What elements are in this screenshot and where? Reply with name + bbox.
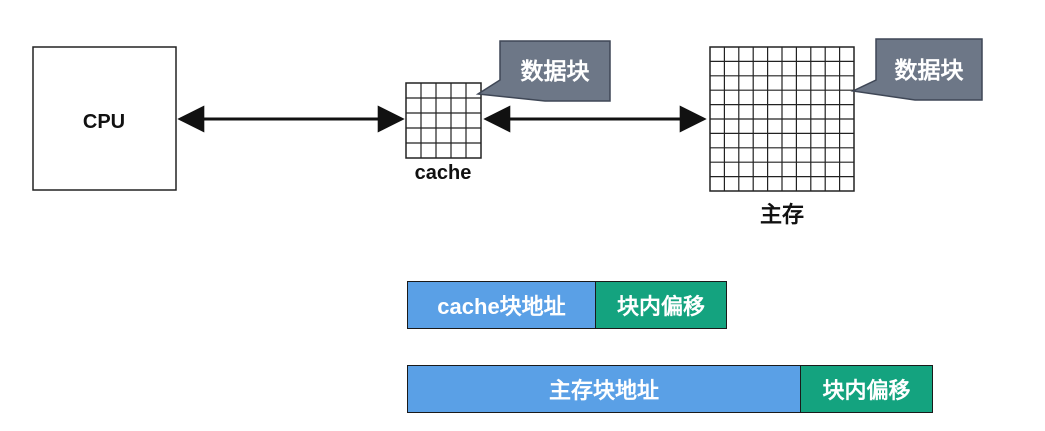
memory-label: 主存 (760, 202, 804, 228)
cpu-label: CPU (83, 111, 125, 133)
memory-block-address-segment: 主存块地址 (408, 366, 801, 412)
memory-address-format: 主存块地址 块内偏移 (407, 365, 933, 413)
cache-block-address-label: cache块地址 (437, 294, 566, 319)
cache-callout-text: 数据块 (521, 59, 590, 85)
cache-label: cache (415, 162, 472, 184)
cache-callout: 数据块 (475, 40, 611, 102)
memory-block-address-label: 主存块地址 (548, 378, 659, 403)
cache-address-format: cache块地址 块内偏移 (407, 281, 727, 329)
memory-callout-text: 数据块 (895, 58, 964, 84)
memory-callout: 数据块 (850, 38, 983, 101)
cache-grid (405, 82, 482, 159)
memory-grid (709, 46, 855, 192)
memory-offset-segment: 块内偏移 (801, 366, 932, 412)
cache-grid-border (405, 82, 482, 159)
memory-offset-label: 块内偏移 (822, 378, 911, 403)
cache-block-address-segment: cache块地址 (408, 282, 596, 328)
cpu-box (32, 46, 177, 191)
cache-offset-segment: 块内偏移 (596, 282, 726, 328)
cache-offset-label: 块内偏移 (616, 294, 705, 319)
